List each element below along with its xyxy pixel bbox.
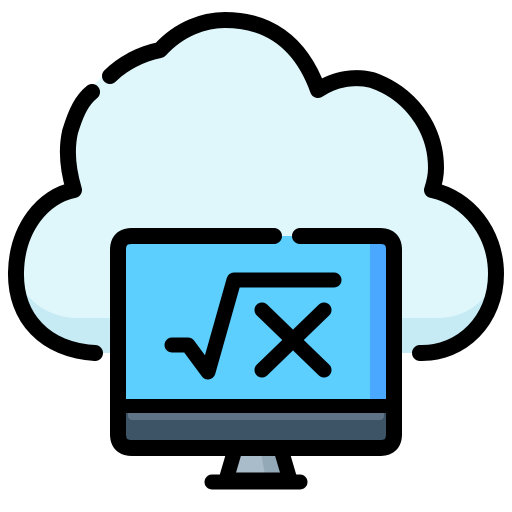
monitor-screen [118,236,394,408]
square-root-sign [164,272,342,380]
square-root-x-icon [164,272,342,380]
monitor-icon [110,228,402,456]
monitor-outline [110,228,402,456]
cloud-outline [7,12,504,362]
x-stroke-2 [254,302,332,378]
